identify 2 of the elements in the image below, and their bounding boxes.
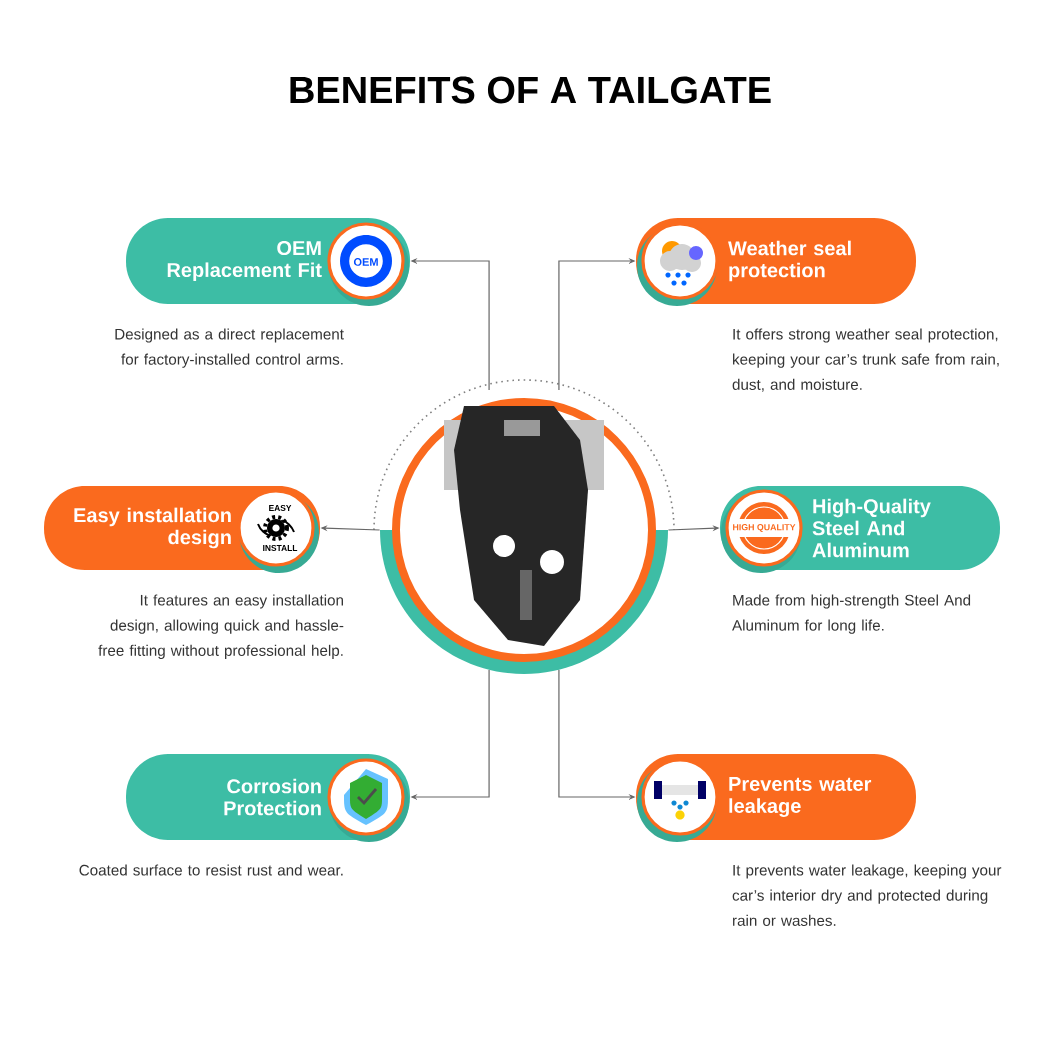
title: BENEFITS OF A TAILGATE [290,76,771,104]
latch-drawing [373,379,675,674]
